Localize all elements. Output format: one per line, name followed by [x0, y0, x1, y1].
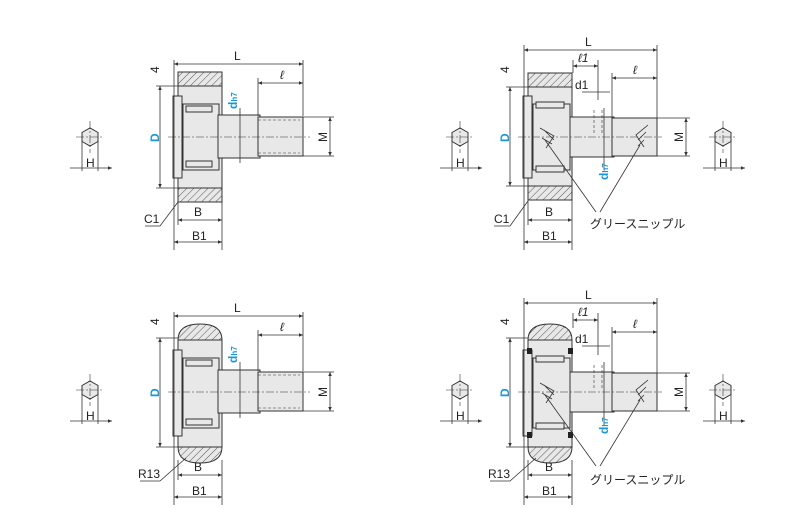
- panel-crowned-outer-ring: H L ℓ D 4 M dh7 B B1 R13: [70, 301, 334, 505]
- grease-nipple-label: グリースニップル: [590, 473, 685, 487]
- hex-socket-view: H: [70, 374, 112, 424]
- hex-socket-view-left: H: [440, 374, 482, 424]
- svg-text:M: M: [672, 387, 686, 397]
- dim-4: 4: [148, 66, 162, 73]
- svg-text:L: L: [585, 35, 592, 49]
- edge-label: C1: [144, 212, 160, 226]
- dim-l: ℓ: [280, 68, 285, 82]
- hex-socket-view: H: [70, 121, 112, 171]
- svg-text:dh7: dh7: [597, 163, 611, 180]
- grease-nipple-label: グリースニップル: [590, 217, 685, 231]
- svg-text:dh7: dh7: [597, 417, 611, 434]
- svg-text:H: H: [456, 409, 465, 423]
- dim-d: dh7: [226, 92, 240, 109]
- hex-socket-view-right: H: [703, 121, 745, 171]
- svg-text:L: L: [234, 301, 241, 315]
- svg-text:B: B: [545, 205, 553, 219]
- svg-text:D: D: [498, 133, 512, 142]
- svg-text:M: M: [316, 387, 330, 397]
- svg-text:M: M: [672, 132, 686, 142]
- svg-text:ℓ: ℓ: [633, 63, 638, 77]
- dim-l1: ℓ1: [578, 51, 589, 65]
- svg-text:R13: R13: [488, 467, 510, 481]
- hex-socket-view-left: H: [440, 121, 482, 171]
- svg-text:R13: R13: [138, 467, 160, 481]
- panel-flat-outer-ring-grease: H H L ℓ1 ℓ d1 D 4 M dh7: [440, 35, 745, 250]
- svg-text:d1: d1: [575, 332, 589, 346]
- panel-flat-outer-ring: H L ℓ D 4 M dh7 B B1 C1: [70, 49, 334, 250]
- svg-text:D: D: [148, 388, 162, 397]
- dim-B1: B1: [192, 229, 207, 243]
- dim-B: B: [194, 205, 202, 219]
- dim-H: H: [86, 156, 95, 170]
- svg-text:4: 4: [148, 318, 162, 325]
- svg-text:ℓ: ℓ: [280, 320, 285, 334]
- dim-L: L: [234, 49, 241, 63]
- svg-text:dh7: dh7: [226, 346, 240, 363]
- hex-socket-view-right: H: [703, 374, 745, 424]
- svg-text:B: B: [194, 460, 202, 474]
- dim-d1: d1: [575, 78, 589, 92]
- svg-text:ℓ: ℓ: [633, 317, 638, 331]
- svg-text:4: 4: [498, 318, 512, 325]
- svg-text:H: H: [86, 409, 95, 423]
- svg-text:B: B: [545, 460, 553, 474]
- panel-crowned-outer-ring-grease: H H L ℓ1 ℓ d1 D 4 M dh7: [440, 288, 745, 505]
- svg-text:H: H: [719, 409, 728, 423]
- dim-D: D: [148, 133, 162, 142]
- svg-text:B1: B1: [542, 484, 557, 498]
- dim-M: M: [316, 132, 330, 142]
- svg-text:ℓ1: ℓ1: [578, 305, 589, 319]
- svg-text:H: H: [456, 156, 465, 170]
- svg-text:B1: B1: [192, 484, 207, 498]
- svg-text:L: L: [585, 288, 592, 302]
- svg-text:B1: B1: [542, 229, 557, 243]
- svg-text:4: 4: [498, 66, 512, 73]
- svg-text:D: D: [498, 388, 512, 397]
- svg-text:C1: C1: [494, 212, 510, 226]
- svg-text:H: H: [719, 156, 728, 170]
